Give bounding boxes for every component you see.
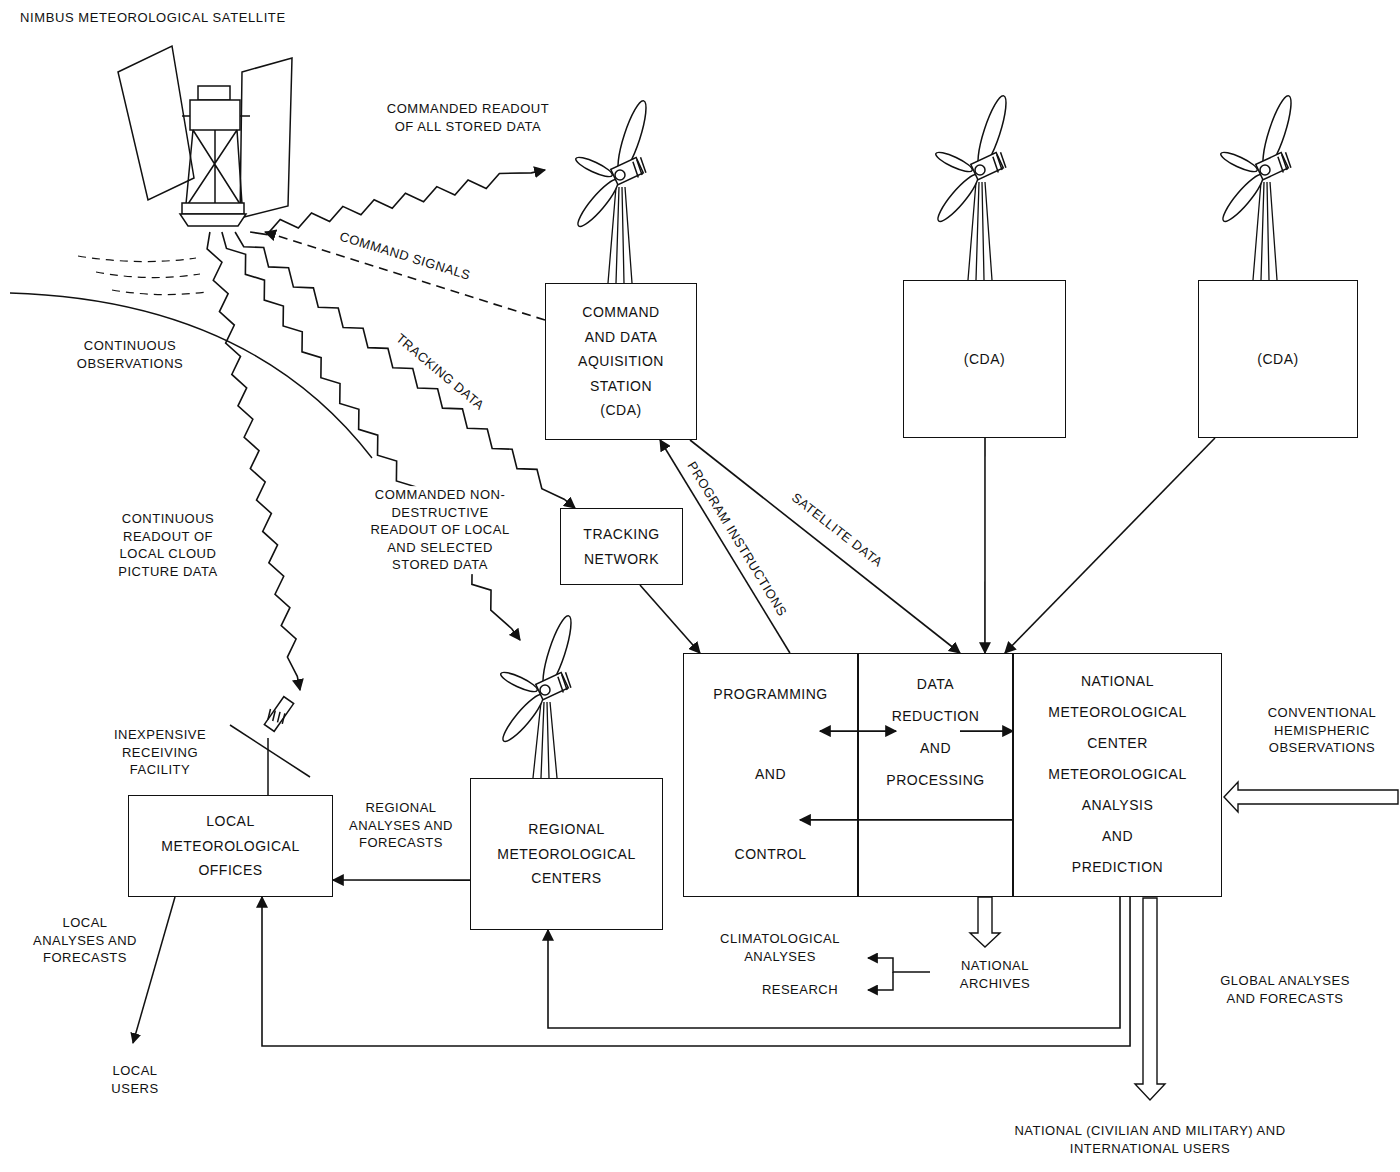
office-box: LOCAL METEOROLOGICAL OFFICES <box>128 690 333 897</box>
edge-label: SATELLITE DATA <box>786 488 887 573</box>
satellite-drawing <box>180 214 246 226</box>
box-outline: (CDA) <box>903 280 1066 438</box>
flow-connector <box>265 232 545 320</box>
box-outline: REGIONAL METEOROLOGICAL CENTERS <box>470 778 663 930</box>
flow-connector <box>262 897 1130 1046</box>
antenna-dish <box>933 93 1011 225</box>
satellite-drawing <box>118 46 292 226</box>
antenna-masts <box>968 182 992 280</box>
flow-connector <box>800 819 1013 821</box>
antenna-dish <box>498 613 576 745</box>
radio-link <box>222 232 520 640</box>
flow-connector <box>984 438 986 653</box>
annotation-label: NATIONAL (CIVILIAN AND MILITARY) AND INT… <box>1000 1122 1300 1157</box>
box-text: (CDA) <box>935 347 1035 372</box>
satellite-drawing <box>190 100 240 130</box>
annotation-label: NATIONAL ARCHIVES <box>935 957 1055 992</box>
annotation-label: GLOBAL ANALYSES AND FORECASTS <box>1210 972 1360 1007</box>
observation-swath <box>112 290 206 295</box>
radio-link <box>235 232 575 508</box>
observation-swath <box>78 256 196 262</box>
flow-connector <box>333 879 470 881</box>
station-box: (CDA) <box>903 105 1066 438</box>
process-box: NATIONAL METEOROLOGICAL CENTER METEOROLO… <box>1013 653 1222 897</box>
flow-connector <box>1005 438 1215 653</box>
edge-label: TRACKING DATA <box>391 329 490 416</box>
earth-horizon <box>10 293 372 458</box>
antenna-dish <box>498 93 1296 745</box>
flow-connector <box>960 730 1013 732</box>
flow-line <box>868 958 930 972</box>
antenna-masts <box>533 182 1277 778</box>
box-outline: LOCAL METEOROLOGICAL OFFICES <box>128 795 333 897</box>
edge-label: PROGRAM INSTRUCTIONS <box>682 457 792 622</box>
edge-label: CONTINUOUS READOUT OF LOCAL CLOUD PICTUR… <box>98 510 238 580</box>
annotation-label: RESEARCH <box>750 981 850 999</box>
flow-line <box>868 972 893 990</box>
radio-link <box>250 170 545 235</box>
flow-arrow <box>970 782 1398 1100</box>
center-box: REGIONAL METEOROLOGICAL CENTERS <box>470 640 663 930</box>
process-box: DATA REDUCTION AND PROCESSING <box>858 653 1013 897</box>
satellite-drawing <box>186 130 242 204</box>
process-box: PROGRAMMING AND CONTROL <box>683 653 858 897</box>
edge-label: COMMAND SIGNALS <box>335 227 474 285</box>
annotation-label: CLIMATOLOGICAL ANALYSES <box>695 930 865 965</box>
box-text: LOCAL METEOROLOGICAL OFFICES <box>141 809 321 883</box>
box-text: REGIONAL METEOROLOGICAL CENTERS <box>482 817 652 891</box>
annotation-label: CONVENTIONAL HEMISPHERIC OBSERVATIONS <box>1247 704 1397 757</box>
satellite: NIMBUS METEOROLOGICAL SATELLITE <box>20 10 320 232</box>
receiving-antenna <box>265 705 288 728</box>
receiving-antenna <box>264 697 293 732</box>
station-box: (CDA) <box>1198 105 1358 438</box>
satellite-drawing <box>240 58 292 218</box>
flow-connector <box>640 585 700 653</box>
flow-connector <box>548 897 1120 1028</box>
flow-line <box>133 897 930 1043</box>
observation-swath <box>78 256 206 295</box>
edge-label: COMMANDED NON-DESTRUCTIVE READOUT OF LOC… <box>365 486 515 574</box>
flow-arrow <box>970 897 1000 947</box>
illustration-title: NIMBUS METEOROLOGICAL SATELLITE <box>20 10 320 27</box>
antenna-masts <box>1253 182 1277 280</box>
antenna-dish <box>1218 93 1296 225</box>
antenna-dish <box>573 98 651 230</box>
box-outline: COMMAND AND DATA AQUISITION STATION (CDA… <box>545 283 697 440</box>
annotation-label: INEXPENSIVE RECEIVING FACILITY <box>105 726 215 779</box>
annotation-label: LOCAL USERS <box>90 1062 180 1097</box>
box-text: (CDA) <box>1228 347 1328 372</box>
flow-arrow <box>1224 782 1398 812</box>
box-text: DATA REDUCTION AND PROCESSING <box>878 668 993 796</box>
receiving-antenna <box>230 725 310 777</box>
box-text: PROGRAMMING AND CONTROL <box>711 654 831 894</box>
flow-connector <box>660 440 790 653</box>
annotation-label: LOCAL ANALYSES AND FORECASTS <box>30 914 140 967</box>
satellite-drawing <box>118 46 194 200</box>
receiving-antenna <box>230 697 310 795</box>
satellite-drawing <box>240 115 250 117</box>
receiving-antenna <box>267 738 269 795</box>
antenna-masts <box>533 702 557 778</box>
box-text: NATIONAL METEOROLOGICAL CENTER METEOROLO… <box>1038 666 1198 883</box>
annotation-label: CONTINUOUS OBSERVATIONS <box>55 337 205 372</box>
process-box: TRACKING NETWORK <box>560 508 683 585</box>
station-box: COMMAND AND DATA AQUISITION STATION (CDA… <box>545 105 697 440</box>
flow-arrow <box>1135 898 1165 1100</box>
observation-swath <box>96 272 200 278</box>
satellite-drawing <box>198 86 230 100</box>
box-outline: (CDA) <box>1198 280 1358 438</box>
edge-label: REGIONAL ANALYSES AND FORECASTS <box>339 799 464 852</box>
box-text: COMMAND AND DATA AQUISITION STATION (CDA… <box>571 300 671 423</box>
antenna-masts <box>608 187 632 283</box>
box-text: TRACKING NETWORK <box>567 522 677 571</box>
edge-label: COMMANDED READOUT OF ALL STORED DATA <box>381 100 556 135</box>
satellite-drawing <box>182 203 244 214</box>
radio-link <box>207 232 300 690</box>
